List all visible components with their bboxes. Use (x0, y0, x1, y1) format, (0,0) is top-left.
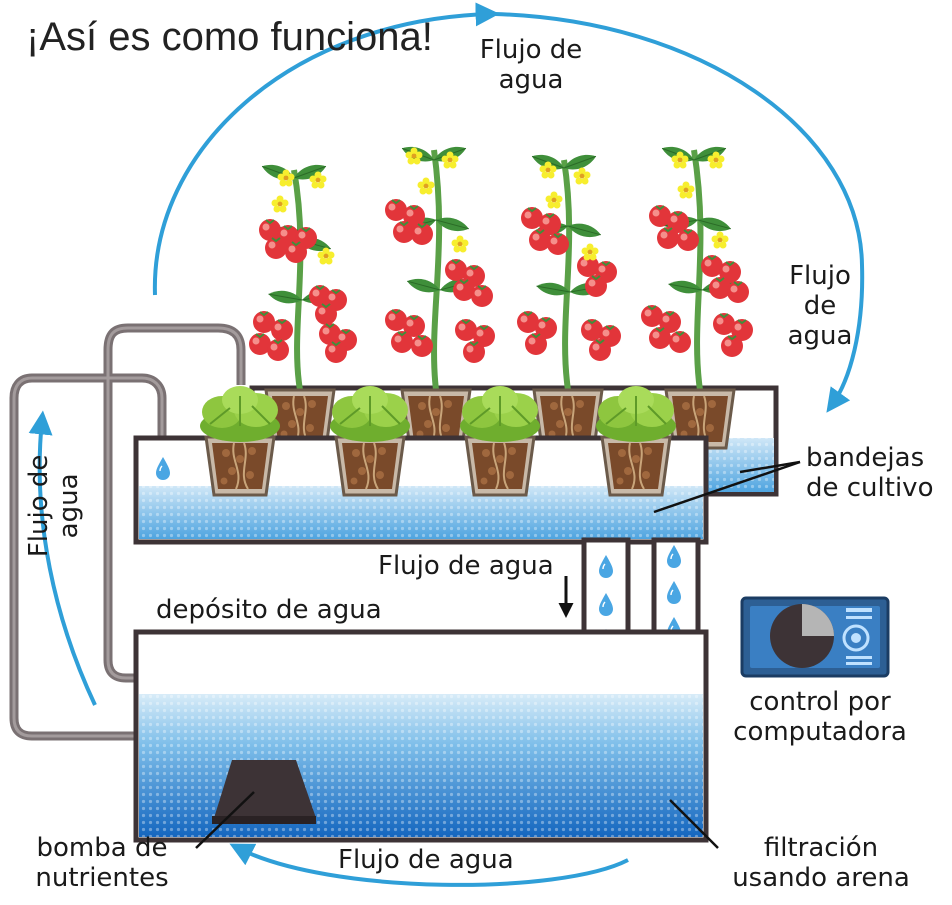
flow-arrow-left (28, 410, 97, 706)
pump-icon (212, 760, 316, 824)
flow-label-middle: Flujo de agua (378, 551, 554, 581)
computer-control-icon (740, 596, 890, 678)
pump-label: bomba de nutrientes (35, 833, 169, 893)
flow-label-left: Flujo de agua (24, 454, 84, 558)
flow-arrow-top-right (494, 12, 865, 413)
tomato-plants (248, 142, 754, 391)
flow-arrow-top (152, 2, 500, 296)
drain-columns (581, 537, 701, 635)
flow-label-top: Flujo de agua (479, 35, 583, 95)
flow-arrow-bottom (229, 843, 629, 887)
page-title: ¡Así es como funciona! (26, 15, 433, 59)
filtration-label: filtración usando arena (732, 833, 910, 893)
flow-label-bottom: Flujo de agua (338, 845, 514, 875)
reservoir-label: depósito de agua (156, 595, 382, 625)
computer-control-label: control por computadora (733, 687, 907, 747)
grow-trays-label: bandejas de cultivo (806, 443, 934, 503)
flow-label-right: Flujo de agua (787, 261, 853, 351)
